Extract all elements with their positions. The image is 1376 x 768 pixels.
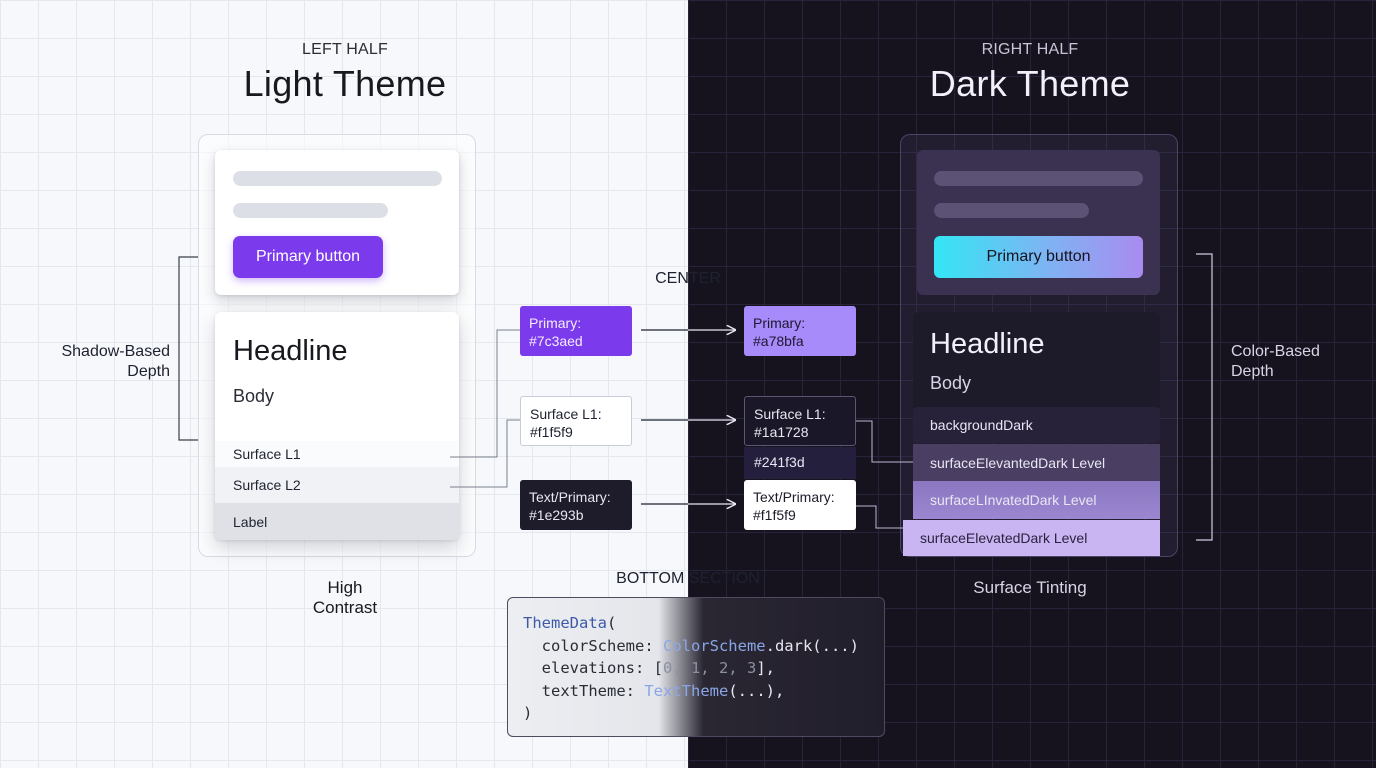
dark-caption: Surface Tinting bbox=[973, 578, 1087, 597]
dark-primary-button[interactable]: Primary button bbox=[934, 236, 1143, 278]
code-token: ThemeData bbox=[523, 614, 607, 632]
swatch-label: Surface L1: bbox=[530, 406, 602, 422]
light-theme-title: Light Theme bbox=[243, 63, 447, 104]
surface-l2-connector bbox=[450, 419, 520, 488]
swatch-value: #f1f5f9 bbox=[753, 507, 796, 523]
surface-invated-dark-row: surfaceLInvatedDark Level bbox=[913, 481, 1160, 519]
swatch-label: Primary: bbox=[753, 315, 806, 331]
dark-text-swatch: Text/Primary: #f1f5f9 bbox=[744, 480, 856, 530]
code-token: textTheme: bbox=[523, 681, 645, 700]
swatch-value: #a78bfa bbox=[753, 333, 804, 349]
code-line-2: colorScheme: ColorScheme.dark(...) bbox=[523, 635, 884, 658]
theme-code-block: ThemeData( colorScheme: ColorScheme.dark… bbox=[507, 597, 885, 737]
code-token: TextTheme bbox=[644, 681, 729, 700]
code-token: ], bbox=[756, 659, 775, 677]
code-token: colorScheme: bbox=[523, 636, 663, 655]
dark-text-connector bbox=[856, 505, 903, 529]
swatch-label: Text/Primary: bbox=[529, 489, 611, 505]
light-primary-swatch: Primary: #7c3aed bbox=[520, 306, 632, 356]
code-token: ColorScheme bbox=[662, 636, 766, 655]
swatch-value: #1a1728 bbox=[754, 424, 809, 440]
surface-l2-row: Surface L2 bbox=[215, 467, 459, 503]
right-eyebrow: RIGHT HALF bbox=[981, 41, 1079, 58]
light-text-swatch: Text/Primary: #1e293b bbox=[520, 480, 632, 530]
shadow-depth-label: Shadow-Based Depth bbox=[61, 343, 170, 380]
surface-elevated-dark-row-2: surfaceElevatedDark Level bbox=[903, 520, 1160, 556]
color-depth-label: Color-Based Depth bbox=[1231, 343, 1320, 380]
swatch-value: #7c3aed bbox=[529, 333, 583, 349]
dark-headline: Headline bbox=[930, 328, 1045, 360]
surface-l1-connector bbox=[450, 329, 520, 458]
light-body: Body bbox=[233, 386, 275, 406]
dark-primary-swatch: Primary: #a78bfa bbox=[744, 306, 856, 356]
dark-body: Body bbox=[930, 373, 972, 393]
code-token: ) bbox=[523, 704, 533, 722]
background-dark-row: backgroundDark bbox=[913, 407, 1160, 443]
code-line-3: elevations: [0, 1, 2, 3], bbox=[523, 657, 884, 680]
skeleton-line bbox=[934, 203, 1089, 218]
dark-surface-swatch: Surface L1: #1a1728 bbox=[744, 396, 856, 446]
color-depth-bracket bbox=[1196, 253, 1213, 541]
dark-theme-title: Dark Theme bbox=[929, 63, 1131, 104]
label-row: Label bbox=[215, 503, 459, 540]
center-label: CENTER bbox=[655, 270, 721, 287]
surface-elevated-dark-row: surfaceElevantedDark Level bbox=[913, 444, 1160, 481]
swatch-label: Primary: bbox=[529, 315, 582, 331]
skeleton-line bbox=[934, 171, 1143, 186]
light-caption: High Contrast bbox=[312, 578, 378, 617]
code-line-1: ThemeData( bbox=[523, 612, 884, 635]
skeleton-line bbox=[233, 171, 442, 186]
code-line-5: ) bbox=[523, 702, 884, 725]
left-eyebrow: LEFT HALF bbox=[302, 41, 388, 58]
dark-surface-connector bbox=[856, 420, 913, 463]
light-surface-swatch: Surface L1: #f1f5f9 bbox=[520, 396, 632, 446]
swatch-value: #1e293b bbox=[529, 507, 584, 523]
bottom-section-label: BOTTOM SECTION bbox=[588, 570, 788, 588]
light-primary-button[interactable]: Primary button bbox=[233, 236, 383, 278]
code-token: (...), bbox=[728, 681, 785, 700]
dark-surface-extra-value: #241f3d bbox=[744, 447, 856, 479]
shadow-depth-bracket bbox=[178, 256, 198, 441]
code-token: ( bbox=[607, 614, 617, 632]
swatch-value: #f1f5f9 bbox=[530, 424, 573, 440]
swatch-label: Surface L1: bbox=[754, 406, 826, 422]
code-token: elevations: [ bbox=[523, 659, 663, 677]
code-token: 0, 1, 2, 3 bbox=[662, 659, 757, 677]
light-content-card: Headline Body Surface L1 Surface L2 Labe… bbox=[215, 312, 459, 540]
light-headline: Headline bbox=[233, 335, 348, 367]
surface-l1-row: Surface L1 bbox=[215, 441, 459, 467]
skeleton-line bbox=[233, 203, 388, 218]
code-token: .dark(...) bbox=[765, 636, 859, 655]
swatch-label: Text/Primary: bbox=[753, 489, 835, 505]
bottom-section-text: BOTTOM SECTION bbox=[616, 570, 760, 587]
code-line-4: textTheme: TextTheme(...), bbox=[523, 680, 884, 703]
